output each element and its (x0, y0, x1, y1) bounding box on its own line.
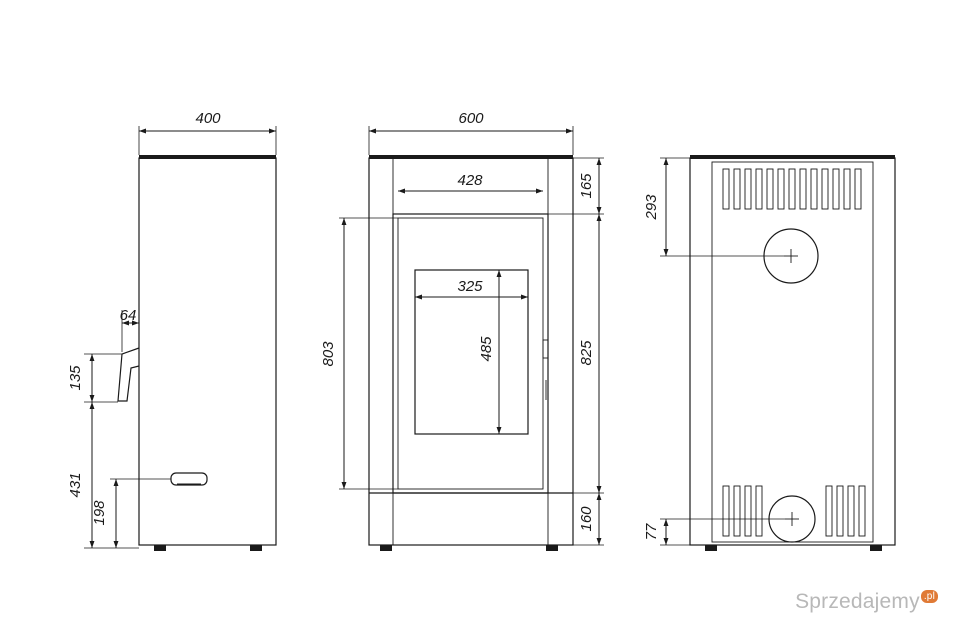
dim-top-band: 165 (578, 173, 595, 199)
dim-knob-level: 198 (91, 500, 108, 526)
dim-bottom-band: 160 (578, 506, 595, 532)
dim-front-width: 600 (458, 110, 484, 127)
control-knob (170, 472, 208, 486)
handle-bracket (117, 347, 140, 402)
watermark-text: Sprzedajemy (795, 590, 920, 613)
bottom-vent-slots (722, 485, 866, 537)
dim-glass-height: 485 (478, 336, 495, 362)
dim-handle-height: 135 (67, 365, 84, 391)
front-view: 600 428 325 485 803 165 825 160 (320, 110, 604, 551)
rear-view: 293 77 (643, 155, 896, 551)
dim-door-width: 428 (457, 172, 483, 189)
door (392, 213, 549, 494)
dim-glass-width: 325 (457, 278, 483, 295)
dim-side-width: 400 (195, 110, 221, 127)
side-view: 400 64 135 431 198 (67, 110, 277, 551)
dim-bottom-inlet-level: 77 (643, 523, 660, 540)
watermark-tld: .pl (920, 590, 938, 603)
dim-top-outlet-level: 293 (643, 194, 660, 221)
dim-door-height: 803 (320, 341, 337, 367)
glass-window (414, 269, 529, 435)
dim-middle-height: 825 (578, 340, 595, 366)
top-vent-slots (722, 168, 862, 210)
dim-handle-depth: 64 (120, 307, 137, 324)
dim-handle-level: 431 (67, 472, 84, 497)
watermark-logo: Sprzedajemy.pl (795, 590, 938, 614)
